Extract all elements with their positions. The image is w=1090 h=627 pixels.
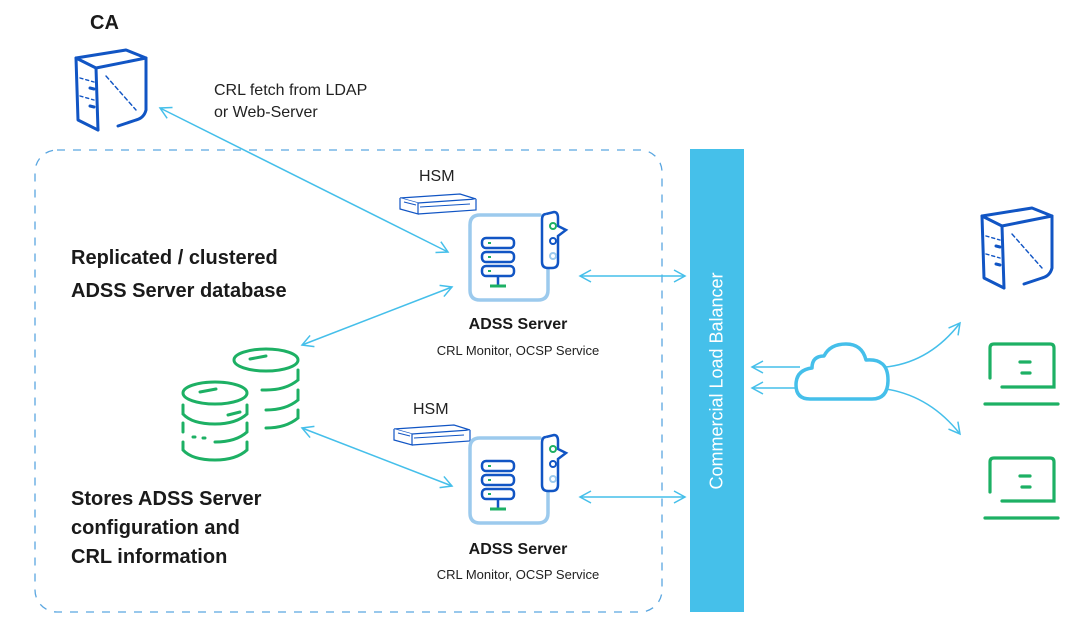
client-server-icon [980, 206, 1054, 290]
database-title-line2: ADSS Server database [71, 280, 287, 302]
adss-server-title: ADSS Server [468, 316, 568, 333]
cloud-icon [794, 342, 890, 401]
adss-server-icon [468, 433, 569, 525]
adss-server-subtitle: CRL Monitor, OCSP Service [436, 567, 600, 582]
database-description: Stores ADSS Server configuration and CRL… [71, 485, 261, 572]
database-icon [181, 347, 300, 462]
hsm-label: HSM [413, 401, 449, 418]
database-description-line2: configuration and [71, 517, 240, 539]
load-balancer-label: Commercial Load Balancer [706, 271, 727, 490]
laptop-icon [983, 342, 1060, 406]
database-description-line3: CRL information [71, 546, 228, 568]
ca-label: CA [90, 12, 119, 34]
load-balancer: Commercial Load Balancer [690, 149, 744, 612]
crl-fetch-note: CRL fetch from LDAP or Web-Server [214, 80, 367, 124]
hsm-label: HSM [419, 168, 455, 185]
hsm-device-icon [399, 193, 477, 215]
ca-server-icon [74, 48, 148, 132]
crl-fetch-note-line1: CRL fetch from LDAP [214, 82, 368, 99]
arrow-cloud-to-client-up [885, 321, 961, 368]
crl-fetch-note-line2: or Web-Server [214, 104, 318, 121]
adss-server-subtitle: CRL Monitor, OCSP Service [436, 343, 600, 358]
arrow-db-to-server1 [300, 284, 454, 348]
laptop-icon [983, 456, 1060, 520]
adss-server-title: ADSS Server [468, 541, 568, 558]
arrow-cloud-to-client-down [885, 388, 961, 436]
database-description-line1: Stores ADSS Server [71, 488, 262, 510]
database-title-line1: Replicated / clustered [71, 247, 278, 269]
hsm-device-icon [393, 424, 471, 446]
arrow-ca-to-server1 [158, 106, 450, 254]
database-title: Replicated / clustered ADSS Server datab… [71, 242, 287, 308]
arrow-db-to-server2 [300, 425, 454, 489]
adss-server-icon [468, 210, 569, 302]
